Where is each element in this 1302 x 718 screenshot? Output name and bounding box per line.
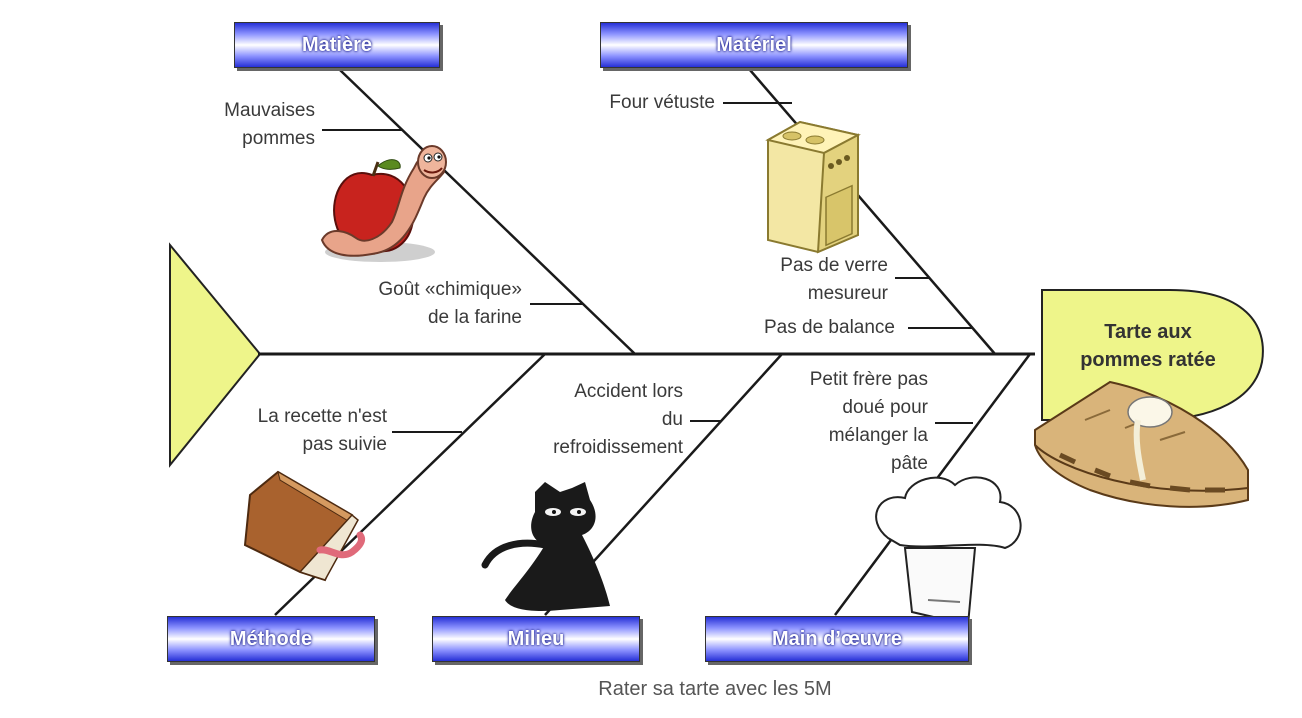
- category-matiere: Matière: [234, 22, 440, 68]
- category-milieu: Milieu: [432, 616, 640, 662]
- cause-four-vetuste: Four vétuste: [609, 92, 715, 113]
- fish-tail: [169, 242, 262, 468]
- cause-petit-frere: Petit frère pas doué pour mélanger la pâ…: [809, 369, 928, 474]
- effect-label: Tarte aux pommes ratée: [1080, 321, 1216, 371]
- category-methode: Méthode: [167, 616, 375, 662]
- black-cat-icon: [481, 482, 610, 611]
- pie-slice-icon: [1034, 380, 1249, 508]
- oven-icon: [765, 120, 861, 254]
- category-materiel: Matériel: [600, 22, 908, 68]
- cause-refroidissement: Accident lors du refroidissement: [553, 381, 683, 458]
- apple-worm-icon: [320, 145, 447, 262]
- cause-verre-mesureur: Pas de verre mesureur: [780, 255, 888, 304]
- cause-gout-chimique: Goût «chimique» de la farine: [378, 279, 522, 328]
- category-main-oeuvre: Main d’œuvre: [705, 616, 969, 662]
- cause-mauvaises-pommes: Mauvaises pommes: [224, 100, 315, 149]
- bone-materiel: [749, 69, 996, 355]
- cause-balance: Pas de balance: [764, 317, 895, 338]
- bone-matiere: [339, 69, 636, 355]
- book-icon: [243, 470, 366, 582]
- figure-caption: Rater sa tarte avec les 5M: [598, 678, 832, 700]
- chef-hat-icon: [875, 476, 1022, 627]
- cause-recette: La recette n'est pas suivie: [257, 406, 387, 455]
